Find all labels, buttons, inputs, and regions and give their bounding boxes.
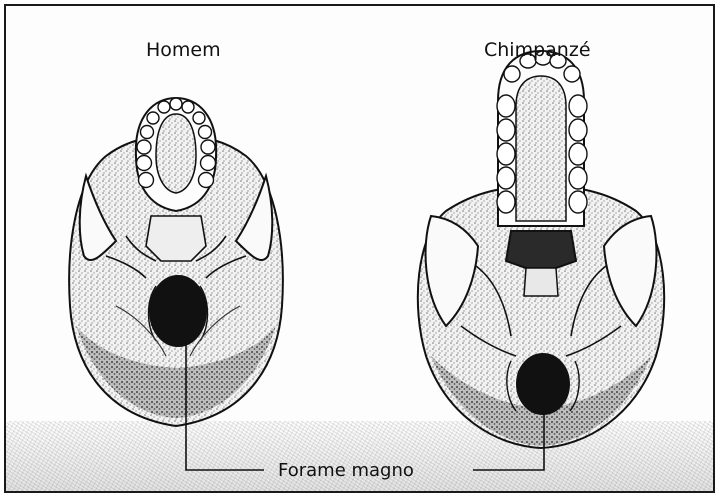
human-foramen-magnum <box>150 276 206 346</box>
chimp-foramen-magnum <box>517 354 569 414</box>
chimp-skull <box>418 51 664 448</box>
figure-frame: Homem Chimpanzé Forame magno <box>4 4 715 493</box>
chimp-label: Chimpanzé <box>484 39 591 61</box>
human-skull <box>69 98 283 426</box>
foramen-magnum-label: Forame magno <box>278 460 414 481</box>
human-label: Homem <box>146 39 221 61</box>
skulls-illustration <box>6 6 715 493</box>
